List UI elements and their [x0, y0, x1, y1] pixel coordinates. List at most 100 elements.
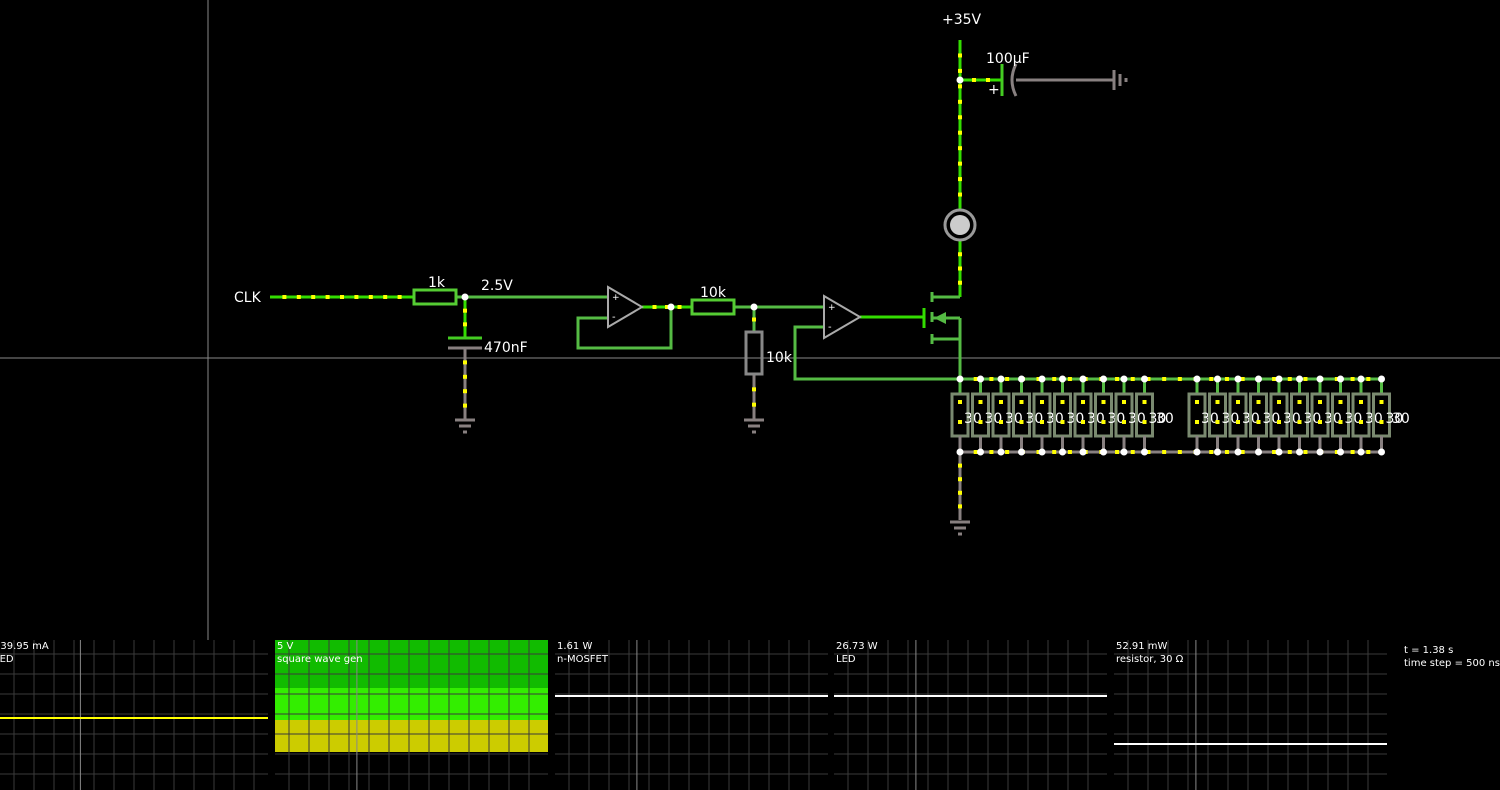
- components[interactable]: + - + -: [412, 63, 1404, 536]
- current-dot: [986, 78, 990, 82]
- current-dot: [1040, 420, 1044, 424]
- current-dot: [340, 295, 344, 299]
- sim-timestep: time step = 500 ns: [1404, 658, 1500, 669]
- current-dot: [1318, 400, 1322, 404]
- scope-grid: [1114, 640, 1387, 790]
- current-dot: [752, 317, 756, 322]
- resistor-10k-series[interactable]: [690, 298, 736, 316]
- current-dot: [1240, 450, 1245, 454]
- current-dot: [1130, 450, 1135, 454]
- resistor-1k[interactable]: [412, 288, 458, 306]
- opamp-buffer[interactable]: + -: [607, 285, 644, 329]
- current-dot: [325, 295, 330, 299]
- bank-resistor-label: 30: [1149, 411, 1167, 427]
- current-dot: [463, 403, 467, 408]
- circuit-canvas[interactable]: + - + -: [0, 0, 1500, 640]
- node-dot: [956, 448, 964, 456]
- current-dot: [1005, 450, 1010, 454]
- current-dot: [1081, 420, 1085, 424]
- opamp-driver[interactable]: + -: [823, 294, 862, 340]
- scope-grid: [834, 640, 1107, 790]
- current-dot: [1334, 377, 1339, 381]
- current-dot: [958, 115, 962, 120]
- n-mosfet[interactable]: [922, 292, 960, 344]
- bank-resistor-label: 30: [1386, 411, 1404, 427]
- scope-value: 839.95 mA: [0, 641, 49, 652]
- current-dot: [1379, 420, 1384, 424]
- current-dot: [1067, 450, 1072, 454]
- node-dot: [1059, 375, 1066, 383]
- current-dot: [973, 377, 978, 381]
- current-dot: [1115, 450, 1120, 454]
- node-dot: [1357, 448, 1365, 456]
- current-dot: [1256, 420, 1261, 424]
- resistor-bank-label-right: 30: [1392, 411, 1410, 427]
- resistor-10k-shunt[interactable]: [744, 330, 764, 376]
- current-dot: [311, 295, 316, 299]
- wires[interactable]: [270, 40, 1384, 520]
- current-dot: [958, 490, 962, 495]
- node-dot: [1316, 375, 1324, 383]
- current-dot: [463, 360, 467, 365]
- node-dot: [1296, 375, 1303, 383]
- resistor-bank-label-left: 30: [1156, 411, 1174, 427]
- current-dot: [1209, 377, 1214, 381]
- current-dot: [1359, 420, 1363, 424]
- current-dot: [652, 305, 657, 309]
- current-dot: [1122, 400, 1126, 404]
- current-dot: [1019, 420, 1024, 424]
- grounds: [455, 70, 1128, 536]
- scope-value: 1.61 W: [557, 641, 593, 652]
- led-lamp[interactable]: [943, 208, 977, 242]
- current-dot: [1195, 420, 1199, 424]
- current-dot: [1303, 450, 1308, 454]
- current-dot: [463, 308, 467, 313]
- current-dot: [1303, 377, 1308, 381]
- scope-grid: [275, 640, 548, 790]
- resistor-10k-shunt-label: 10k: [766, 350, 793, 366]
- current-dot: [1350, 450, 1355, 454]
- node-dot: [1296, 448, 1303, 456]
- current-dot: [973, 450, 978, 454]
- scope-led-current[interactable]: 839.95 mALED: [0, 640, 268, 790]
- node-dot: [1141, 375, 1148, 383]
- current-dot: [1101, 400, 1106, 404]
- current-dot: [1338, 420, 1343, 424]
- current-dot: [1350, 377, 1355, 381]
- node-dot: [1234, 375, 1242, 383]
- current-dot: [1040, 400, 1044, 404]
- current-dot: [1209, 450, 1214, 454]
- current-dot: [989, 377, 994, 381]
- capacitor-100uf[interactable]: [1000, 63, 1018, 97]
- current-dot: [1142, 420, 1147, 424]
- current-dot: [1162, 377, 1167, 381]
- current-dot: [958, 504, 962, 509]
- current-dot: [463, 374, 467, 379]
- node-dot: [1141, 448, 1148, 456]
- current-dot: [296, 295, 301, 299]
- current-dots: [282, 53, 1385, 509]
- current-dot: [1146, 377, 1151, 381]
- resistor-1k-label: 1k: [428, 275, 446, 291]
- current-dot: [1130, 377, 1135, 381]
- current-dot: [958, 68, 962, 73]
- current-dot: [1052, 450, 1057, 454]
- scope-fill: [275, 720, 548, 752]
- node-dot: [1018, 448, 1025, 456]
- node-dot: [1316, 448, 1324, 456]
- current-dot: [1272, 377, 1277, 381]
- current-dot: [958, 161, 962, 166]
- current-dot: [972, 78, 976, 82]
- current-dot: [354, 295, 359, 299]
- current-dot: [1366, 377, 1371, 381]
- scope-value: 52.91 mW: [1116, 641, 1168, 652]
- current-dot: [383, 295, 388, 299]
- capacitor-470nf[interactable]: [448, 336, 482, 350]
- scope-name: square wave gen: [277, 654, 363, 665]
- current-dot: [1334, 450, 1339, 454]
